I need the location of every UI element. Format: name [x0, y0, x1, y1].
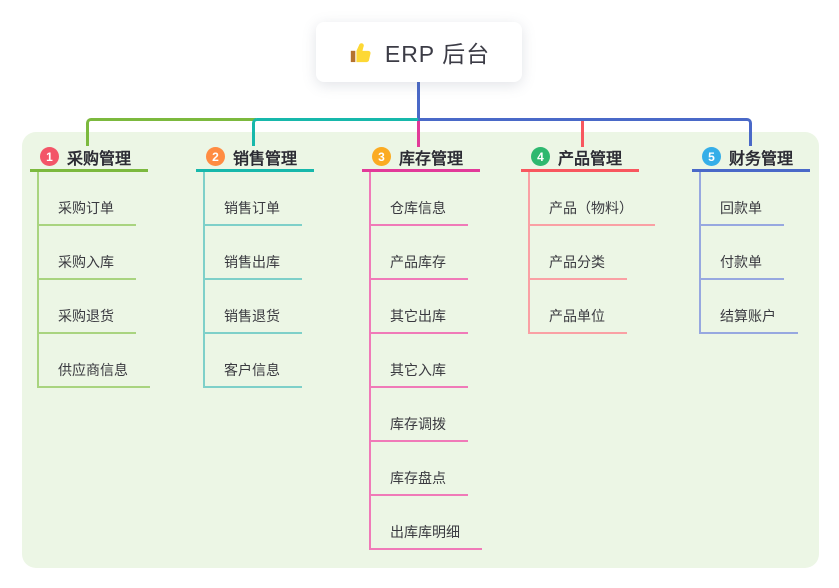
badge-3: 3: [372, 147, 391, 166]
branch-finance: 5 财务管理 回款单 付款单 结算账户: [692, 146, 810, 334]
child-node[interactable]: 采购退货: [39, 280, 136, 334]
connector-branch-1: [86, 118, 256, 146]
child-node[interactable]: 销售退货: [205, 280, 302, 334]
child-node[interactable]: 仓库信息: [371, 172, 468, 226]
branch-inventory: 3 库存管理 仓库信息 产品库存 其它出库 其它入库 库存调拨 库存盘点 出库库…: [362, 146, 482, 550]
child-node[interactable]: 客户信息: [205, 334, 302, 388]
child-node[interactable]: 付款单: [701, 226, 784, 280]
branch-node-purchase[interactable]: 1 采购管理: [30, 146, 148, 172]
branch-children: 产品（物料） 产品分类 产品单位: [528, 172, 655, 334]
badge-4: 4: [531, 147, 550, 166]
branch-children: 仓库信息 产品库存 其它出库 其它入库 库存调拨 库存盘点 出库库明细: [369, 172, 482, 550]
branch-purchase: 1 采购管理 采购订单 采购入库 采购退货 供应商信息: [30, 146, 150, 388]
child-node[interactable]: 结算账户: [701, 280, 798, 334]
thumbs-up-icon: [348, 39, 375, 66]
connector-branch-5: [418, 118, 752, 146]
badge-1: 1: [40, 147, 59, 166]
child-node[interactable]: 出库库明细: [371, 496, 482, 550]
child-node[interactable]: 产品分类: [530, 226, 627, 280]
root-label: ERP 后台: [384, 41, 491, 67]
child-node[interactable]: 库存盘点: [371, 442, 468, 496]
branch-title: 产品管理: [558, 150, 623, 168]
child-node[interactable]: 其它出库: [371, 280, 468, 334]
child-node[interactable]: 库存调拨: [371, 388, 468, 442]
branch-node-product[interactable]: 4 产品管理: [521, 146, 639, 172]
child-node[interactable]: 产品单位: [530, 280, 627, 334]
child-node[interactable]: 产品（物料）: [530, 172, 655, 226]
root-node[interactable]: ERP 后台: [316, 22, 522, 82]
child-node[interactable]: 其它入库: [371, 334, 468, 388]
branch-title: 库存管理: [399, 150, 464, 168]
connector-branch-2: [252, 118, 419, 146]
branch-title: 财务管理: [729, 150, 794, 168]
branch-children: 回款单 付款单 结算账户: [699, 172, 810, 334]
branch-children: 销售订单 销售出库 销售退货 客户信息: [203, 172, 314, 388]
branch-children: 采购订单 采购入库 采购退货 供应商信息: [37, 172, 150, 388]
branch-product: 4 产品管理 产品（物料） 产品分类 产品单位: [521, 146, 655, 334]
branch-sales: 2 销售管理 销售订单 销售出库 销售退货 客户信息: [196, 146, 314, 388]
branch-title: 采购管理: [67, 150, 132, 168]
child-node[interactable]: 回款单: [701, 172, 784, 226]
branch-node-finance[interactable]: 5 财务管理: [692, 146, 810, 172]
child-node[interactable]: 销售订单: [205, 172, 302, 226]
child-node[interactable]: 采购入库: [39, 226, 136, 280]
branch-node-sales[interactable]: 2 销售管理: [196, 146, 314, 172]
child-node[interactable]: 采购订单: [39, 172, 136, 226]
connector-branch-4: [581, 121, 584, 147]
branch-title: 销售管理: [233, 150, 298, 168]
branch-node-inventory[interactable]: 3 库存管理: [362, 146, 480, 172]
connector-root-stem: [417, 82, 420, 120]
badge-5: 5: [702, 147, 721, 166]
child-node[interactable]: 供应商信息: [39, 334, 150, 388]
child-node[interactable]: 产品库存: [371, 226, 468, 280]
badge-2: 2: [206, 147, 225, 166]
connector-branch-3: [417, 121, 420, 147]
child-node[interactable]: 销售出库: [205, 226, 302, 280]
